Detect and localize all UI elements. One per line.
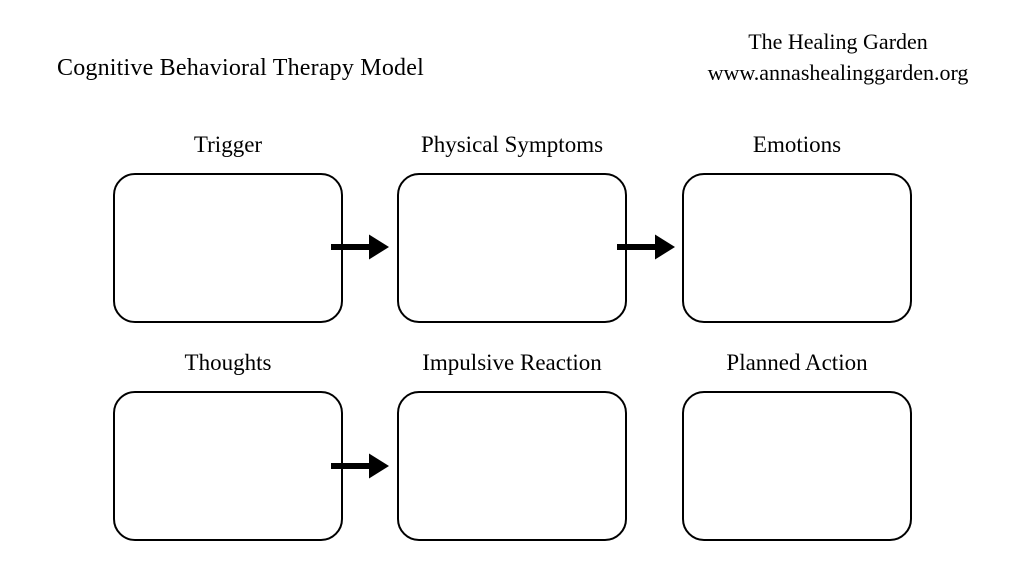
node-thoughts: Thoughts <box>113 348 343 541</box>
brand-block: The Healing Garden www.annashealinggarde… <box>678 26 998 88</box>
node-planned-action-label: Planned Action <box>726 350 868 375</box>
node-planned-action-box <box>682 391 912 541</box>
node-emotions-label: Emotions <box>752 132 842 157</box>
node-impulsive-reaction-box <box>397 391 627 541</box>
node-impulsive-reaction: Impulsive Reaction <box>397 348 627 541</box>
brand-name: The Healing Garden <box>748 29 928 54</box>
node-physical-symptoms: Physical Symptoms <box>397 130 627 323</box>
node-thoughts-box <box>113 391 343 541</box>
node-planned-action: Planned Action <box>682 348 912 541</box>
node-impulsive-reaction-label: Impulsive Reaction <box>422 350 602 375</box>
node-trigger-label: Trigger <box>193 132 263 157</box>
node-physical-symptoms-label: Physical Symptoms <box>420 132 604 157</box>
node-physical-symptoms-box <box>397 173 627 323</box>
brand-website: www.annashealinggarden.org <box>707 60 969 85</box>
node-emotions-box <box>682 173 912 323</box>
node-emotions: Emotions <box>682 130 912 323</box>
node-trigger: Trigger <box>113 130 343 323</box>
node-trigger-box <box>113 173 343 323</box>
page-title: Cognitive Behavioral Therapy Model <box>57 55 424 81</box>
node-thoughts-label: Thoughts <box>184 350 272 375</box>
